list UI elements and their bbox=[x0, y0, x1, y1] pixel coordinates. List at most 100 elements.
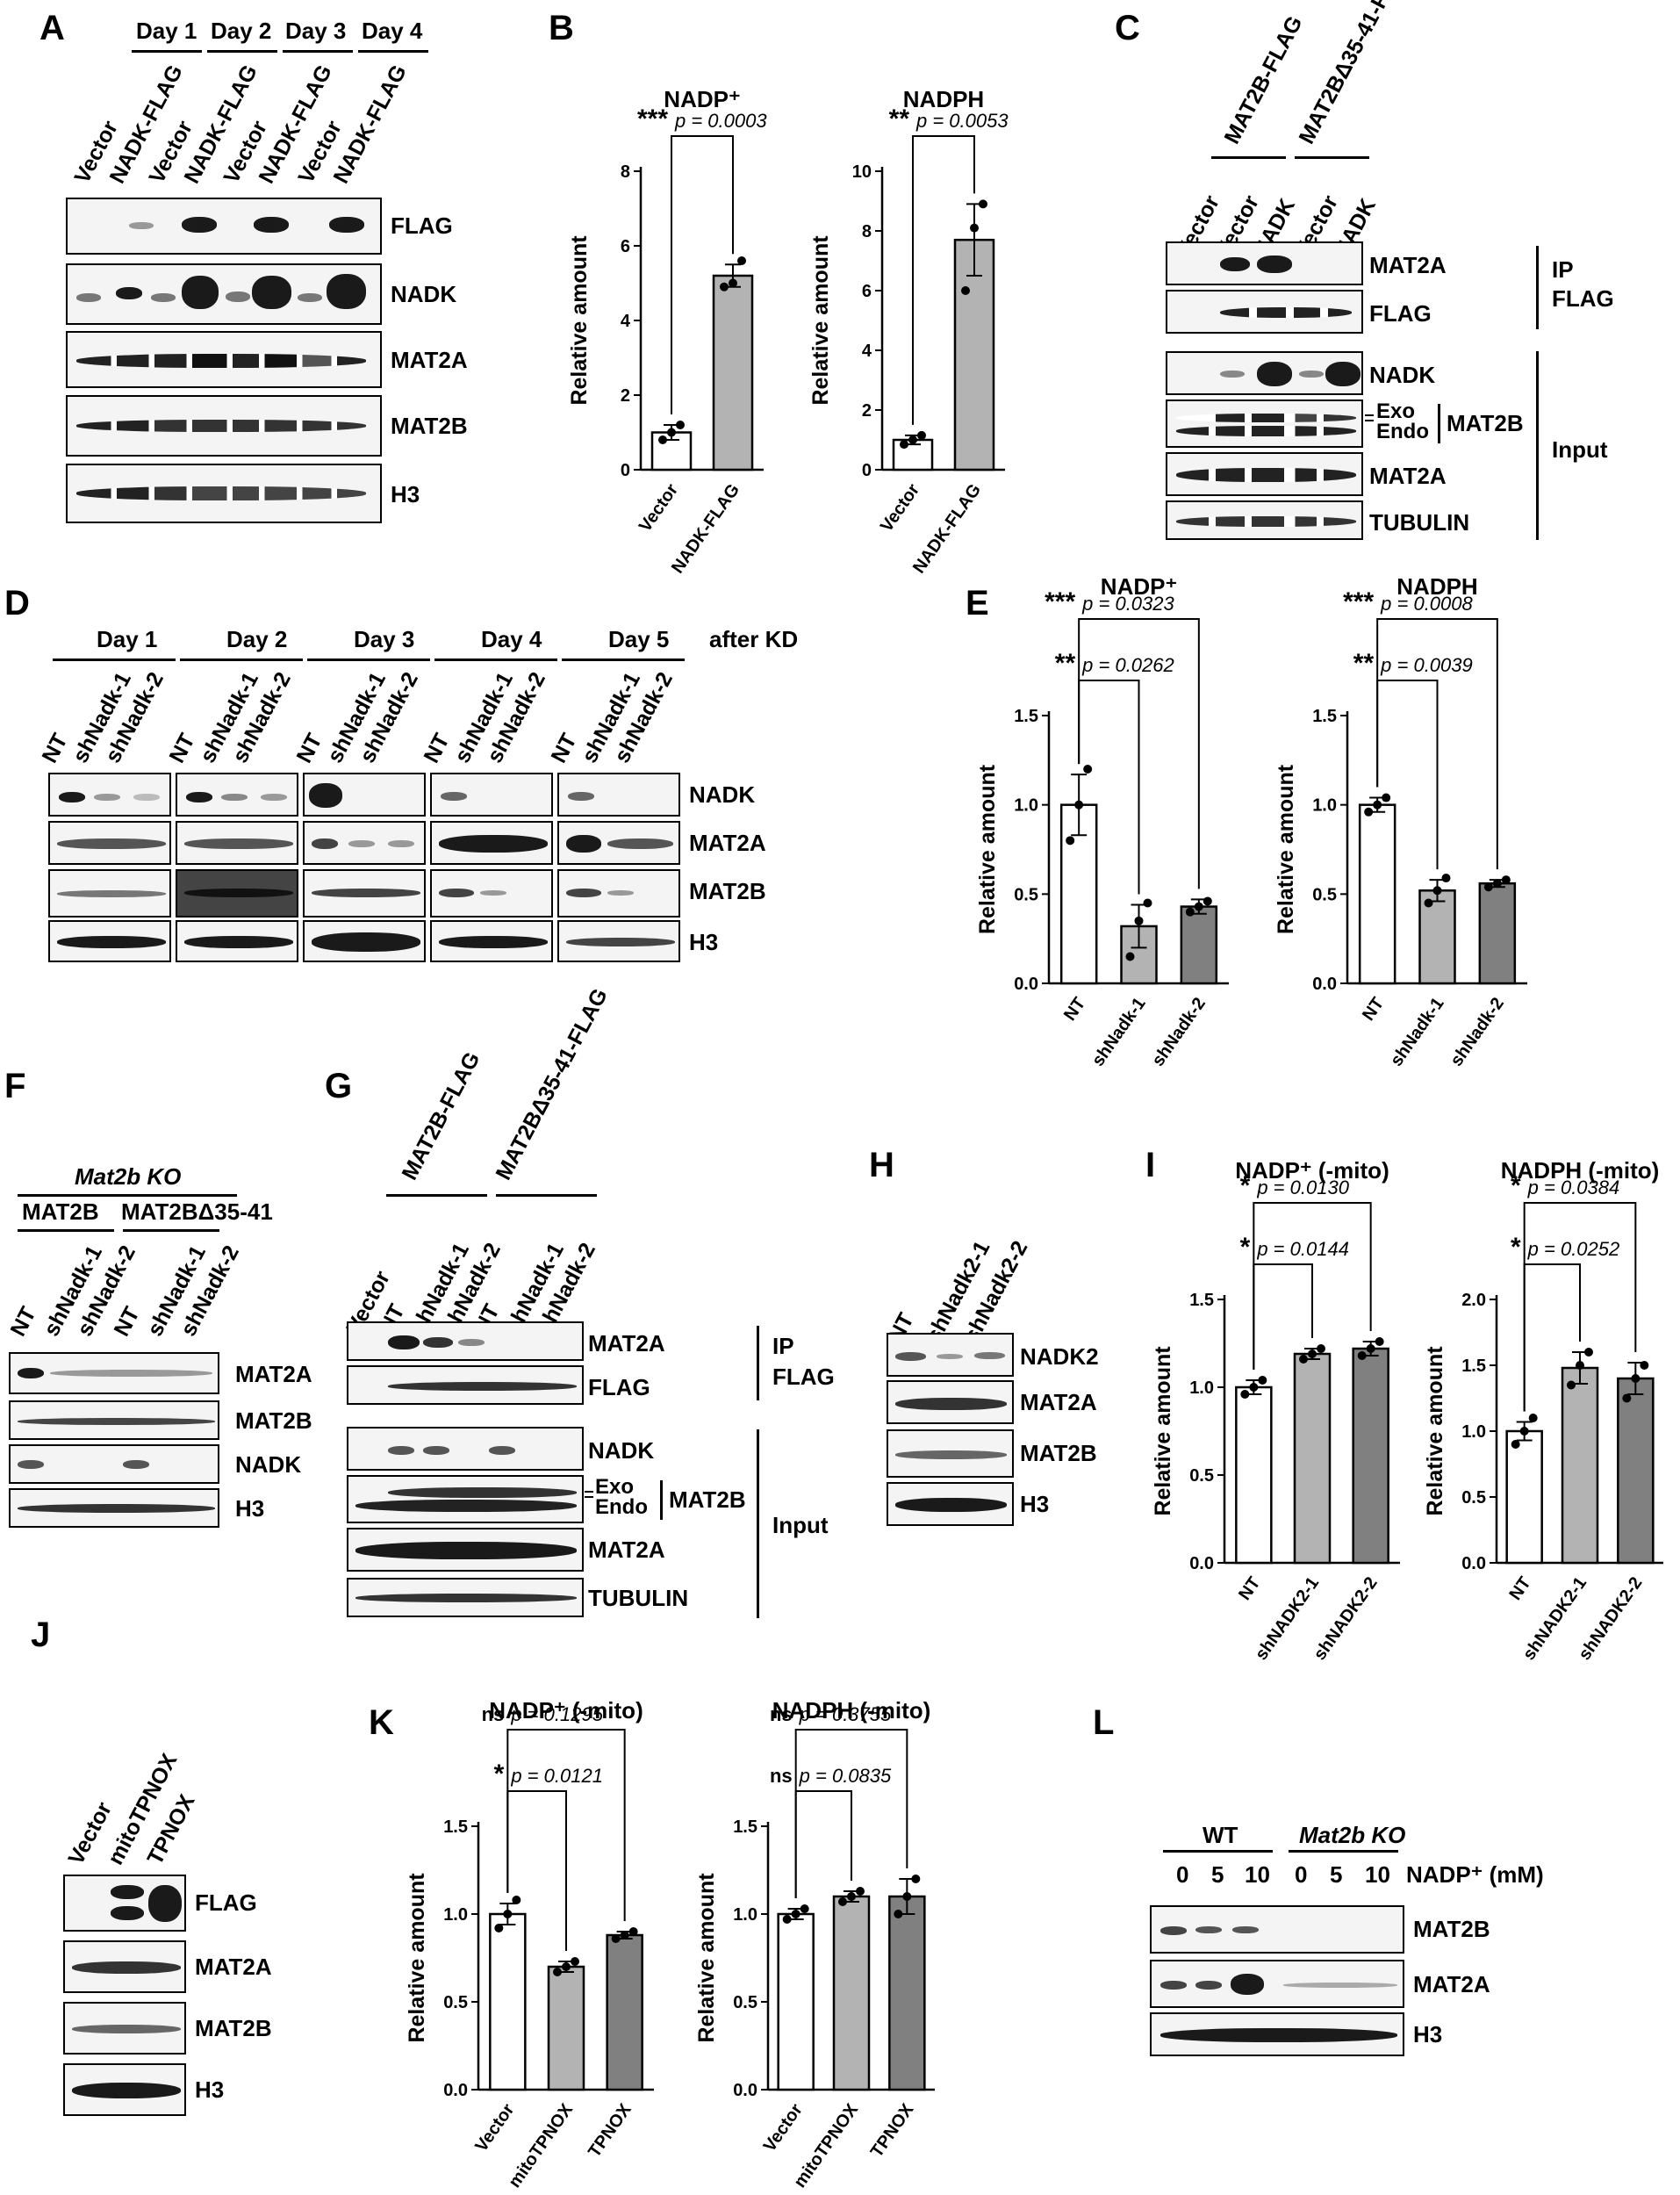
b1-data-point bbox=[737, 256, 746, 265]
e2-sig-pvalue: p = 0.0039 bbox=[1380, 654, 1473, 676]
l-group-ko: Mat2b KO bbox=[1299, 1822, 1406, 1848]
e2-data-point bbox=[1501, 875, 1511, 885]
a-row-flag: FLAG bbox=[391, 212, 453, 239]
d-row-mat2a: MAT2A bbox=[689, 830, 766, 856]
l-blot-mat2a bbox=[1150, 1960, 1404, 2008]
k1-data-point bbox=[503, 1910, 513, 1918]
b1-ytick-label: 8 bbox=[621, 162, 630, 182]
k1-sig-pvalue: p = 0.1295 bbox=[510, 1703, 603, 1725]
d3-mat2b bbox=[303, 869, 426, 918]
d3-h3 bbox=[303, 920, 426, 962]
chart-i-nadp-mito: NADP⁺ (-mito)Relative amount0.00.51.01.5… bbox=[1151, 1157, 1400, 1664]
e2-ytick-label: 0.5 bbox=[1312, 885, 1337, 904]
d-day4-bar bbox=[434, 658, 557, 661]
d-row-h3: H3 bbox=[689, 929, 719, 955]
panel-label-c: C bbox=[1115, 9, 1140, 47]
a-row-nadk: NADK bbox=[391, 281, 457, 307]
l-wt-bar bbox=[1163, 1850, 1273, 1853]
f-blot-mat2a bbox=[9, 1352, 219, 1394]
b2-ytick-label: 6 bbox=[862, 282, 872, 301]
d-day4: Day 4 bbox=[481, 626, 542, 652]
b1-title: NADP⁺ bbox=[664, 86, 740, 112]
f-group2-bar bbox=[123, 1229, 219, 1232]
b2-ytick-label: 10 bbox=[852, 162, 872, 182]
h-row-mat2b: MAT2B bbox=[1020, 1440, 1097, 1466]
e1-data-point bbox=[1194, 902, 1203, 911]
d5-nadk bbox=[557, 773, 680, 817]
e1-ytick-label: 1.5 bbox=[1014, 707, 1038, 726]
g-group1-bar bbox=[386, 1194, 487, 1197]
i1-data-point bbox=[1258, 1376, 1267, 1385]
a-blot-h3 bbox=[66, 464, 382, 523]
i1-data-point bbox=[1357, 1351, 1367, 1360]
g-exo-tick bbox=[585, 1491, 593, 1493]
k2-data-point bbox=[782, 1915, 792, 1924]
f-blot-h3 bbox=[9, 1488, 219, 1528]
b1-data-point bbox=[729, 278, 737, 288]
i1-bar bbox=[1235, 1385, 1273, 1565]
b2-ytick-label: 0 bbox=[862, 461, 872, 480]
e2-bar bbox=[1358, 803, 1396, 985]
i2-bar bbox=[1617, 1377, 1655, 1565]
i2-sig-pvalue: p = 0.0384 bbox=[1527, 1177, 1620, 1198]
i1-ytick-label: 0.0 bbox=[1189, 1554, 1214, 1573]
i2-data-point bbox=[1631, 1374, 1641, 1383]
e2-bar bbox=[1478, 882, 1517, 985]
k2-title: NADPH (-mito) bbox=[772, 1697, 931, 1724]
e2-category-label: shNadk-2 bbox=[1447, 994, 1508, 1069]
j-row-mat2b: MAT2B bbox=[195, 2015, 272, 2041]
i1-bar bbox=[1293, 1352, 1332, 1565]
d3-nadk bbox=[303, 773, 426, 817]
a-row-mat2a: MAT2A bbox=[391, 347, 468, 373]
i2-data-point bbox=[1576, 1361, 1584, 1370]
k2-data-point bbox=[847, 1892, 856, 1901]
g-mat2b-bracket bbox=[660, 1480, 663, 1520]
f-lane-4: NT bbox=[109, 1302, 145, 1341]
b1-ytick-label: 4 bbox=[621, 312, 631, 331]
k1-sig-stars: * bbox=[494, 1760, 505, 1788]
g-blot-mat2a bbox=[347, 1528, 584, 1572]
b2-data-point bbox=[900, 440, 908, 450]
d-row-nadk: NADK bbox=[689, 781, 756, 808]
e1-bar bbox=[1180, 905, 1218, 985]
e1-ytick-label: 0.0 bbox=[1014, 975, 1038, 994]
a-row-mat2b: MAT2B bbox=[391, 413, 468, 439]
d3-lane-1: NT bbox=[291, 729, 327, 767]
i1-data-point bbox=[1249, 1383, 1259, 1392]
l-dose-3: 10 bbox=[1245, 1861, 1270, 1888]
k2-data-point bbox=[838, 1897, 847, 1906]
e2-sig-stars: *** bbox=[1343, 587, 1374, 616]
j-row-mat2a: MAT2A bbox=[195, 1954, 272, 1980]
l-dose-2: 5 bbox=[1211, 1861, 1224, 1888]
k2-data-point bbox=[902, 1892, 912, 1901]
f-ko-label: Mat2b KO bbox=[75, 1163, 182, 1190]
f-blot-mat2b bbox=[9, 1400, 219, 1440]
j-blot-flag bbox=[63, 1875, 186, 1932]
k2-ytick-label: 0.5 bbox=[733, 1993, 757, 2012]
b1-data-point bbox=[720, 282, 729, 291]
g-blot-ip-mat2a bbox=[347, 1321, 584, 1361]
d5-mat2a bbox=[557, 821, 680, 865]
i1-sig-stars: * bbox=[1240, 1233, 1251, 1262]
e2-category-label: shNadk-1 bbox=[1387, 994, 1448, 1069]
a-blot-mat2b bbox=[66, 395, 382, 457]
e2-ytick-label: 1.5 bbox=[1312, 707, 1337, 726]
k1-bar bbox=[606, 1933, 643, 2091]
e2-ytick-label: 0.0 bbox=[1312, 975, 1337, 994]
k2-sig-bracket bbox=[794, 1790, 852, 1898]
e1-sig-pvalue: p = 0.0323 bbox=[1081, 593, 1174, 615]
h-row-nadk2: NADK2 bbox=[1020, 1343, 1099, 1370]
panel-label-j: J bbox=[31, 1616, 51, 1654]
k1-data-point bbox=[494, 1924, 504, 1932]
c-endo-tick bbox=[1365, 420, 1374, 421]
i2-ytick-label: 2.0 bbox=[1461, 1291, 1486, 1310]
a-day4: Day 4 bbox=[362, 18, 423, 44]
d2-mat2b bbox=[176, 869, 298, 918]
d-day3-bar bbox=[307, 658, 430, 661]
g-endo-tick bbox=[585, 1496, 593, 1498]
i1-sig-pvalue: p = 0.0130 bbox=[1256, 1177, 1349, 1198]
k1-data-point bbox=[611, 1934, 621, 1943]
e2-data-point bbox=[1364, 807, 1374, 817]
e1-data-point bbox=[1074, 800, 1084, 810]
f-row-h3: H3 bbox=[235, 1495, 265, 1522]
